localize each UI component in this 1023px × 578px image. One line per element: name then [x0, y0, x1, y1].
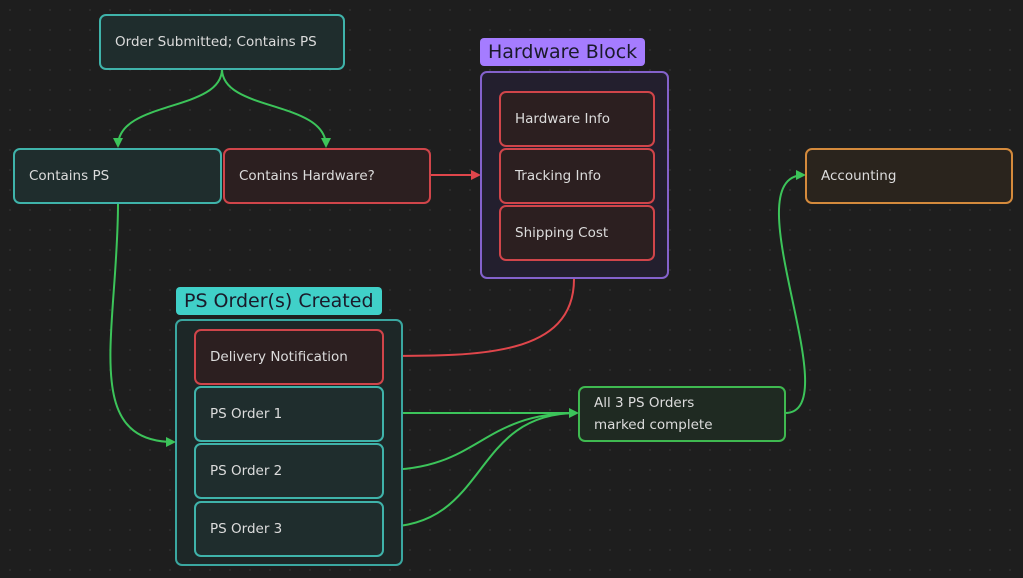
node-accounting[interactable]: Accounting	[805, 148, 1013, 204]
edge-complete-to-accounting	[778, 170, 807, 414]
node-tracking-info[interactable]: Tracking Info	[499, 148, 655, 204]
node-ps-order-2[interactable]: PS Order 2	[194, 443, 384, 499]
node-hardware-info[interactable]: Hardware Info	[499, 91, 655, 147]
node-all-complete[interactable]: All 3 PS Orders marked complete	[578, 386, 786, 442]
edge-order-to-contains-ps	[113, 68, 223, 148]
edge-contains-ps-to-ps-orders	[109, 202, 176, 447]
node-ps-order-1[interactable]: PS Order 1	[194, 386, 384, 442]
node-contains-hardware[interactable]: Contains Hardware?	[223, 148, 431, 204]
node-order-submitted[interactable]: Order Submitted; Contains PS	[99, 14, 345, 70]
edge-ps2-to-complete	[382, 412, 578, 471]
edge-order-to-contains-hardware	[221, 68, 331, 148]
group-label-hardware-block: Hardware Block	[480, 38, 646, 66]
edge-ps3-to-complete	[382, 412, 578, 528]
node-shipping-cost[interactable]: Shipping Cost	[499, 205, 655, 261]
node-delivery-notification[interactable]: Delivery Notification	[194, 329, 384, 385]
edge-block-to-delivery	[382, 278, 575, 361]
node-contains-ps[interactable]: Contains PS	[13, 148, 222, 204]
group-label-ps-orders-created: PS Order(s) Created	[176, 287, 382, 315]
node-ps-order-3[interactable]: PS Order 3	[194, 501, 384, 557]
